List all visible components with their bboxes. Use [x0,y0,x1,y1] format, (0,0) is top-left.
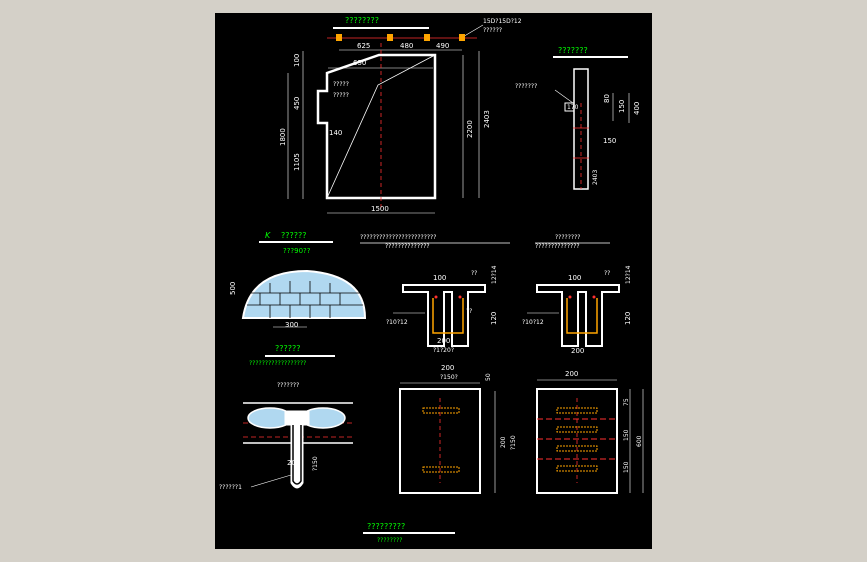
rebar-marker [336,34,342,41]
main-note-a: 15D?15D?12 [483,18,522,25]
dim-1500: 1500 [371,205,389,213]
ch1-label-a: ?? [471,270,477,277]
sec-dim-150a: 150 [618,100,626,113]
ch1-foot: ?1?20? [433,347,454,354]
rebar-marker [387,34,393,41]
channel2-title: ???????? [555,234,580,241]
tee-sub: ?????????????????? [249,360,306,367]
section-notch [564,102,574,112]
main-title: ???????? [345,16,379,25]
channel2-sub: ?????????????? [535,243,580,250]
rebar-marker [424,34,430,41]
wall-diagonal [326,54,436,199]
plate2-rebar [556,426,598,433]
ch2-dim-12214: 12?14 [625,265,632,284]
plate2-dim-75: 75 [623,398,630,406]
arch-sub: ???90?? [283,247,311,255]
dim-490: 490 [436,42,449,50]
arch-prefix: K [265,231,271,240]
arch-shape [241,269,367,319]
plate2-dim-200: 200 [565,370,578,378]
cad-viewport[interactable]: ???????? 15D?15D?12 ?????? 625 480 490 6… [215,13,652,549]
dim-140: 140 [329,129,342,137]
ch1-dim-120: 120 [490,312,498,325]
channel1-rebar [432,298,464,334]
ch2-rebar: ?10?12 [522,319,544,326]
plate1-dim-r2: ?150 [510,435,517,450]
sec-dim-80: 80 [603,94,611,103]
plate1-outline [399,388,481,494]
section-wall [573,68,589,190]
sec-dim-2403: 2403 [592,170,599,185]
ch2-dim-100: 100 [568,274,581,282]
ch1-label-b: ?? [466,308,472,315]
channel2-rebar [566,298,598,334]
plate1-dim-200: 200 [441,364,454,372]
tee-label: ??????? [277,382,299,389]
footer-title: ????????? [367,522,405,531]
footer-sub: ???????? [377,537,402,544]
sec-dim-400: 400 [633,102,641,115]
plate2-dim-600: 600 [636,435,643,447]
tee-label-2: ??????1 [219,484,242,491]
arch-title: ?????? [281,231,306,240]
plate2-rebar [556,465,598,472]
tee-stem [284,410,310,489]
dim-1800: 1800 [279,128,287,146]
dim-625: 625 [357,42,370,50]
dim-480: 480 [400,42,413,50]
dim-450: 450 [293,97,301,110]
main-note-b: ?????? [483,27,502,34]
channel-title: ???????????????????????? [360,234,436,241]
channel-sub: ?????????????? [385,243,430,250]
rebar-dot [568,295,572,299]
plate2-outline [536,388,618,494]
tee-leader [250,474,292,488]
rebar-dot [458,295,462,299]
section-note: ??????? [515,83,537,90]
ch1-dim-100: 100 [433,274,446,282]
plate2-rebar [556,407,598,414]
plate1-rebar [422,407,460,414]
arch-dim-500: 500 [229,282,237,295]
tee-dim-200: 200 [287,459,300,467]
ch1-dim-12214: 12?14 [491,265,498,284]
section-leader [554,89,574,104]
cad-drawing: ???????? 15D?15D?12 ?????? 625 480 490 6… [219,16,644,544]
tee-title: ?????? [275,344,300,353]
plate2-dim-150b: 150 [623,461,630,473]
ch2-dim-200: 200 [571,347,584,355]
wall-outline [316,53,437,200]
dim-1105: 1105 [293,153,301,171]
tee-dim-150: ?150 [312,456,319,471]
channel1-outline [402,284,486,347]
channel2-outline [536,284,620,347]
dim-100: 100 [293,54,301,67]
ch1-rebar: ?10?12 [386,319,408,326]
rebar-dot [592,295,596,299]
dim-2200: 2200 [466,120,474,138]
ch2-label-a: ?? [604,270,610,277]
plate1-dim-50: 50 [485,373,492,381]
wall-note-1: ????? [333,81,349,88]
arch-dim-300: 300 [285,321,298,329]
section-title: ??????? [558,46,588,55]
plate1-dim-r: 200 [500,436,507,448]
plate2-rebar [556,445,598,452]
plate2-dim-150a: 150 [623,429,630,441]
ch2-dim-120: 120 [624,312,632,325]
plate1-note: ?150? [440,374,458,381]
plate1-rebar [422,466,460,473]
rebar-dot [434,295,438,299]
dim-2403: 2403 [483,110,491,128]
ch1-dim-200: 200 [437,337,450,345]
tee-stem-inner [292,425,302,485]
rebar-marker [459,34,465,41]
sec-dim-170: 170 [567,104,579,111]
arch-bricks [247,281,363,318]
wall-note-2: ????? [333,92,349,99]
sec-dim-150: 150 [603,137,616,145]
